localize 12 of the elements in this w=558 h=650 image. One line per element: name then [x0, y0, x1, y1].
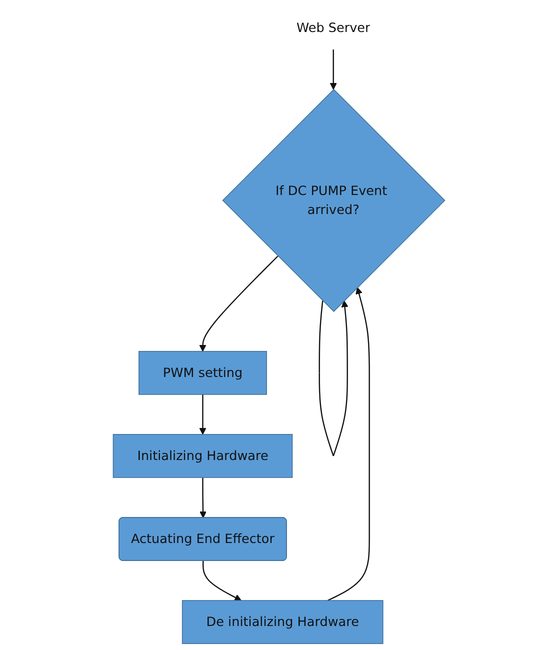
node-box: PWM setting [138, 350, 267, 395]
node-box: Initializing Hardware [112, 434, 293, 478]
node-diamond: If DC PUMP Event arrived? [222, 88, 446, 312]
arrow [199, 256, 278, 352]
arrow [202, 560, 242, 601]
arrow [199, 394, 206, 435]
node-box: De initializing Hardware [182, 600, 384, 644]
arrow [318, 300, 348, 456]
arrow [200, 478, 207, 518]
node-text: Web Server [296, 20, 370, 36]
arrow [330, 50, 337, 90]
arrow [327, 287, 370, 602]
